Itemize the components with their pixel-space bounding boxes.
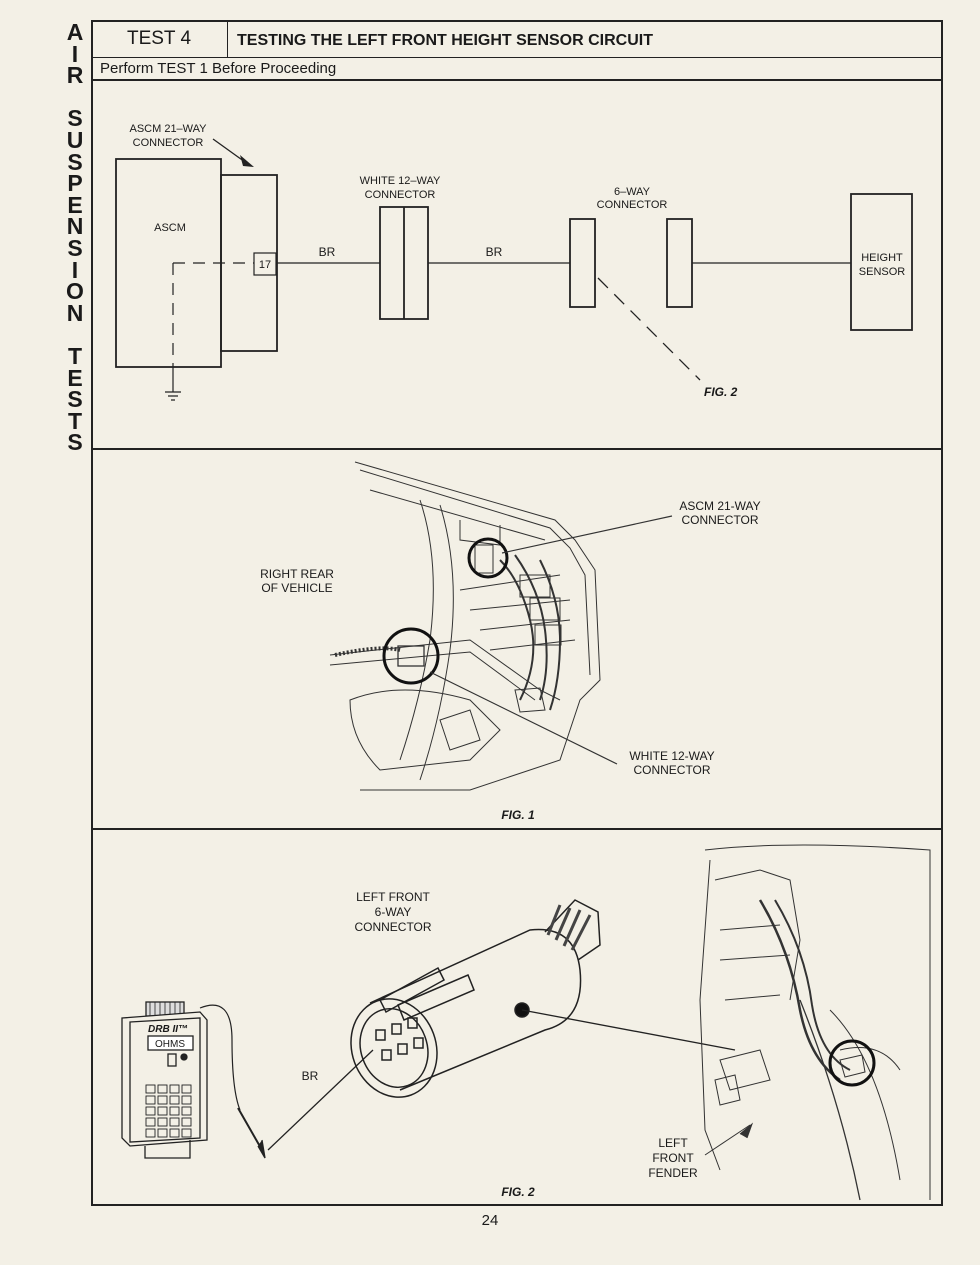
side-letter: N [66,299,84,326]
height-sensor-label: HEIGHT [861,252,903,264]
test-number: TEST 4 [91,20,228,58]
height-sensor-label: SENSOR [859,266,906,278]
fig2-fender-label: LEFT [658,1136,688,1150]
fig1-caption: FIG. 1 [501,808,535,822]
fig2-wire-label: BR [302,1069,319,1083]
fig2-lf-label: LEFT FRONT [356,890,430,904]
divider [91,828,943,830]
side-letter: S [67,386,83,413]
side-letter: E [67,364,83,391]
ohms-display: OHMS [155,1039,185,1050]
fig1-rear-label: RIGHT REAR [260,567,334,581]
ascm-connector-label: CONNECTOR [133,137,204,149]
drb-tester [121,1001,266,1159]
six-way-label: 6–WAY [614,186,651,198]
divider [91,79,943,81]
divider [91,448,943,450]
ascm-box [115,158,222,368]
arrow-icon [240,155,254,167]
white-connector-label: WHITE 12–WAY [360,175,441,187]
height-sensor-box [850,193,913,331]
side-letter: E [67,191,83,218]
pin-box [253,252,277,276]
page-number: 24 [481,1212,499,1229]
side-letter: T [67,407,83,434]
fig2-lf-label: 6-WAY [375,905,412,919]
pin-label: 17 [259,259,271,271]
side-letter: S [67,105,83,132]
wire-label: BR [319,245,336,259]
fig1-ascm-label: CONNECTOR [681,513,758,527]
fig2-lf-label: CONNECTOR [354,920,431,934]
side-letter: I [71,40,79,67]
page-subtitle: Perform TEST 1 Before Proceeding [100,60,337,77]
schematic [115,138,913,401]
side-letter: S [67,234,83,261]
side-letter: A [66,19,84,45]
side-letter: S [67,429,83,456]
fig2-fender-label: FENDER [648,1166,698,1180]
side-letter: U [66,126,84,153]
ascm-connector-label: ASCM 21–WAY [129,123,207,135]
six-way-right [666,218,693,308]
drb-label: DRB II™ [148,1024,188,1035]
side-letter: I [71,256,79,283]
ground-icon [165,391,181,401]
side-letter: S [67,148,83,175]
side-letter: N [66,213,84,240]
side-letter: P [67,170,83,197]
fig1-white-label: CONNECTOR [633,763,710,777]
fig1-rear-label: OF VEHICLE [261,581,332,595]
page-title: TESTING THE LEFT FRONT HEIGHT SENSOR CIR… [237,32,653,49]
white-connector-label: CONNECTOR [365,189,436,201]
page-frame [91,20,943,1206]
wire-label: BR [486,245,503,259]
fender-illustration [699,844,931,1201]
six-way-label: CONNECTOR [597,199,668,211]
ascm-label: ASCM [154,222,186,234]
fig1-white-label: WHITE 12-WAY [629,749,714,763]
side-letter: O [66,278,84,305]
fig1-illustration [329,461,673,791]
fig2-caption: FIG. 2 [501,1185,535,1199]
fig1-ascm-label: ASCM 21-WAY [679,499,760,513]
six-way-left [569,218,596,308]
fig2-fender-label: FRONT [652,1151,694,1165]
fig-reference: FIG. 2 [704,385,738,399]
side-letter: T [67,342,83,369]
divider [228,57,943,58]
side-letter: R [66,62,84,89]
side-title: A I R S U S P E N S I O N T E S T S [62,19,88,456]
six-way-connector [267,899,736,1151]
